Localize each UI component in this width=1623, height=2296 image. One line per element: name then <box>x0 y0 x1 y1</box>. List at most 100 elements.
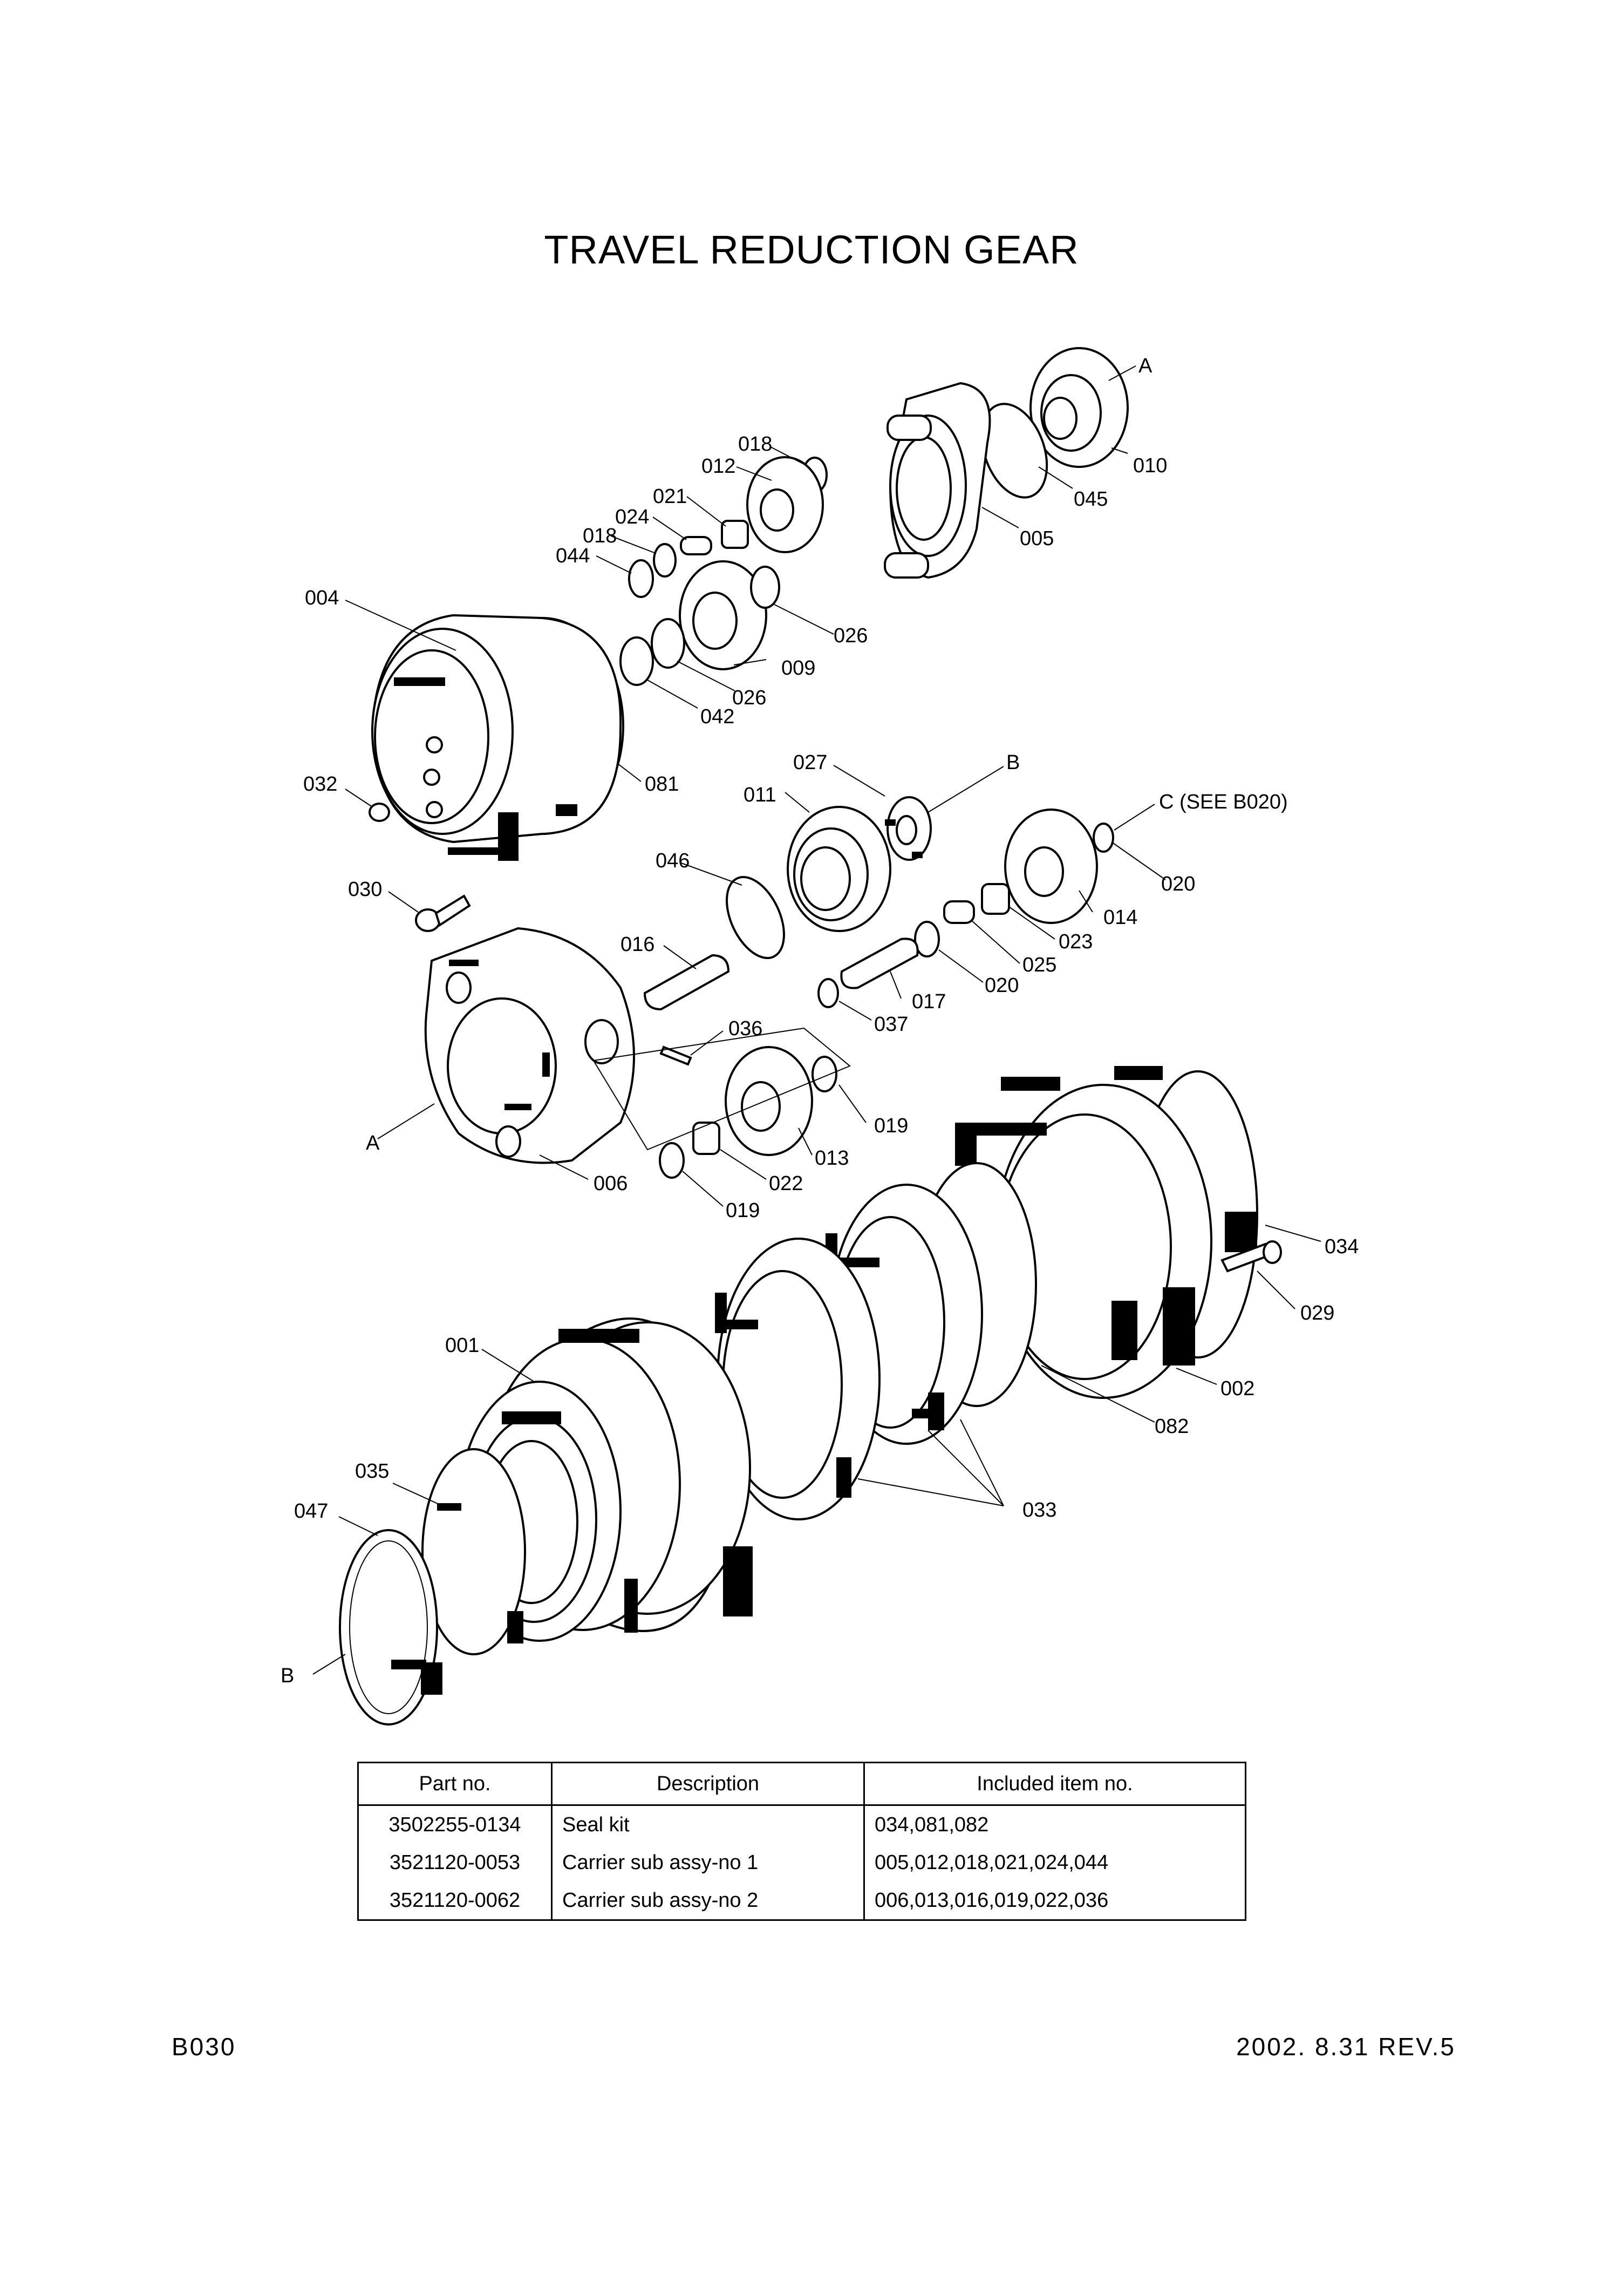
table-row: 3521120-0053 Carrier sub assy-no 1 005,0… <box>357 1844 1246 1881</box>
part-023-bearing <box>981 883 1010 915</box>
callout-036: 036 <box>728 1017 762 1040</box>
part-020-washer-b <box>914 921 940 957</box>
callout-018b: 018 <box>583 525 617 547</box>
callout-030: 030 <box>348 878 382 901</box>
description-cell: Carrier sub assy-no 1 <box>551 1844 865 1881</box>
part-no-cell: 3521120-0053 <box>357 1844 553 1881</box>
callout-044: 044 <box>556 545 590 567</box>
part-046-ring <box>726 876 785 959</box>
callout-082: 082 <box>1155 1415 1189 1438</box>
callout-081: 081 <box>645 773 679 796</box>
callout-022: 022 <box>769 1172 803 1195</box>
page-code: B030 <box>172 2033 236 2061</box>
column-header: Description <box>551 1762 865 1806</box>
callout-011: 011 <box>744 784 776 806</box>
callout-labels: A 010 045 005 018 012 021 024 018 044 02… <box>281 355 1359 1687</box>
callout-016: 016 <box>620 933 654 956</box>
table-row: 3502255-0134 Seal kit 034,081,082 <box>357 1805 1246 1844</box>
callout-020b: 020 <box>985 974 1019 997</box>
callout-013: 013 <box>815 1147 849 1170</box>
included-items-cell: 005,012,018,021,024,044 <box>863 1844 1246 1881</box>
part-026-washer-b <box>651 618 685 669</box>
part-013-gear <box>725 1046 813 1156</box>
page-title: TRAVEL REDUCTION GEAR <box>544 227 1079 272</box>
callout-026a: 026 <box>834 624 868 647</box>
callout-029: 029 <box>1300 1302 1334 1324</box>
callout-020a: 020 <box>1161 873 1195 895</box>
callout-046: 046 <box>656 850 690 872</box>
callout-009: 009 <box>781 657 815 680</box>
callout-010: 010 <box>1133 454 1167 477</box>
part-no-cell: 3521120-0062 <box>357 1881 553 1921</box>
callout-033: 033 <box>1022 1499 1056 1521</box>
callout-026b: 026 <box>732 687 766 709</box>
callout-002: 002 <box>1220 1377 1254 1400</box>
parts-table: Part no. Description Included item no. 3… <box>357 1762 1246 1921</box>
table-header-row: Part no. Description Included item no. <box>357 1762 1246 1806</box>
callout-012: 012 <box>701 455 735 478</box>
part-019-washer-b <box>659 1142 685 1179</box>
callout-018a: 018 <box>738 433 772 456</box>
part-025-pin <box>943 900 975 924</box>
callout-014: 014 <box>1103 906 1137 929</box>
part-033-bearing-b <box>715 1238 881 1520</box>
callout-032: 032 <box>303 773 337 796</box>
part-006-carrier <box>424 927 635 1164</box>
callout-001: 001 <box>445 1334 479 1357</box>
part-042-ring <box>619 636 654 686</box>
part-018-washer-b <box>653 543 677 578</box>
part-022-bearing <box>692 1122 720 1155</box>
part-014-gear <box>1004 809 1098 924</box>
part-047-ring <box>339 1529 442 1726</box>
part-027-washer <box>885 796 932 861</box>
description-cell: Seal kit <box>551 1805 865 1844</box>
part-021-bearing <box>721 520 749 549</box>
callout-035: 035 <box>355 1460 389 1483</box>
part-017-shaft <box>840 938 919 989</box>
callout-refB2: B <box>281 1665 294 1687</box>
part-035-ring <box>421 1448 526 1655</box>
callout-006: 006 <box>594 1172 628 1195</box>
part-004-drum <box>371 614 624 861</box>
included-items-cell: 006,013,016,019,022,036 <box>863 1881 1246 1921</box>
callout-047: 047 <box>294 1500 328 1523</box>
part-009-gear <box>679 560 767 670</box>
callout-037: 037 <box>874 1013 908 1036</box>
part-020-washer <box>1093 823 1114 853</box>
revision-date: 2002. 8.31 REV.5 <box>1236 2033 1456 2061</box>
callout-004: 004 <box>305 587 339 609</box>
part-045-ring <box>980 403 1048 499</box>
callout-034: 034 <box>1325 1235 1359 1258</box>
callout-027: 027 <box>793 751 827 774</box>
description-cell: Carrier sub assy-no 2 <box>551 1881 865 1921</box>
callout-025: 025 <box>1022 954 1056 976</box>
part-002-cover <box>955 1066 1258 1399</box>
part-037-ring <box>817 978 839 1008</box>
callout-042: 042 <box>700 705 734 728</box>
callout-refA2: A <box>366 1132 380 1154</box>
callout-019a: 019 <box>874 1115 908 1137</box>
callout-refB1: B <box>1006 751 1020 774</box>
part-029-bolt <box>1220 1240 1282 1273</box>
part-032-plug <box>369 803 390 822</box>
part-024-pin <box>680 536 712 555</box>
part-030-bolt <box>415 894 471 932</box>
column-header: Included item no. <box>863 1762 1246 1806</box>
assembly-guide-box <box>592 1027 851 1151</box>
included-items-cell: 034,081,082 <box>863 1805 1246 1844</box>
column-header: Part no. <box>357 1762 553 1806</box>
part-005-carrier <box>884 382 991 579</box>
part-012-gear <box>746 456 824 553</box>
part-044-ring <box>628 559 654 598</box>
part-016-pin <box>643 954 730 1011</box>
part-010-gear <box>1029 347 1129 468</box>
callout-045: 045 <box>1074 488 1108 511</box>
callout-019b: 019 <box>726 1199 760 1222</box>
callout-refC: C (SEE B020) <box>1159 791 1288 813</box>
leader-lines <box>312 365 1321 1675</box>
part-011-gear <box>787 806 891 932</box>
part-026-washer <box>750 566 780 609</box>
callout-refA1: A <box>1138 355 1153 377</box>
